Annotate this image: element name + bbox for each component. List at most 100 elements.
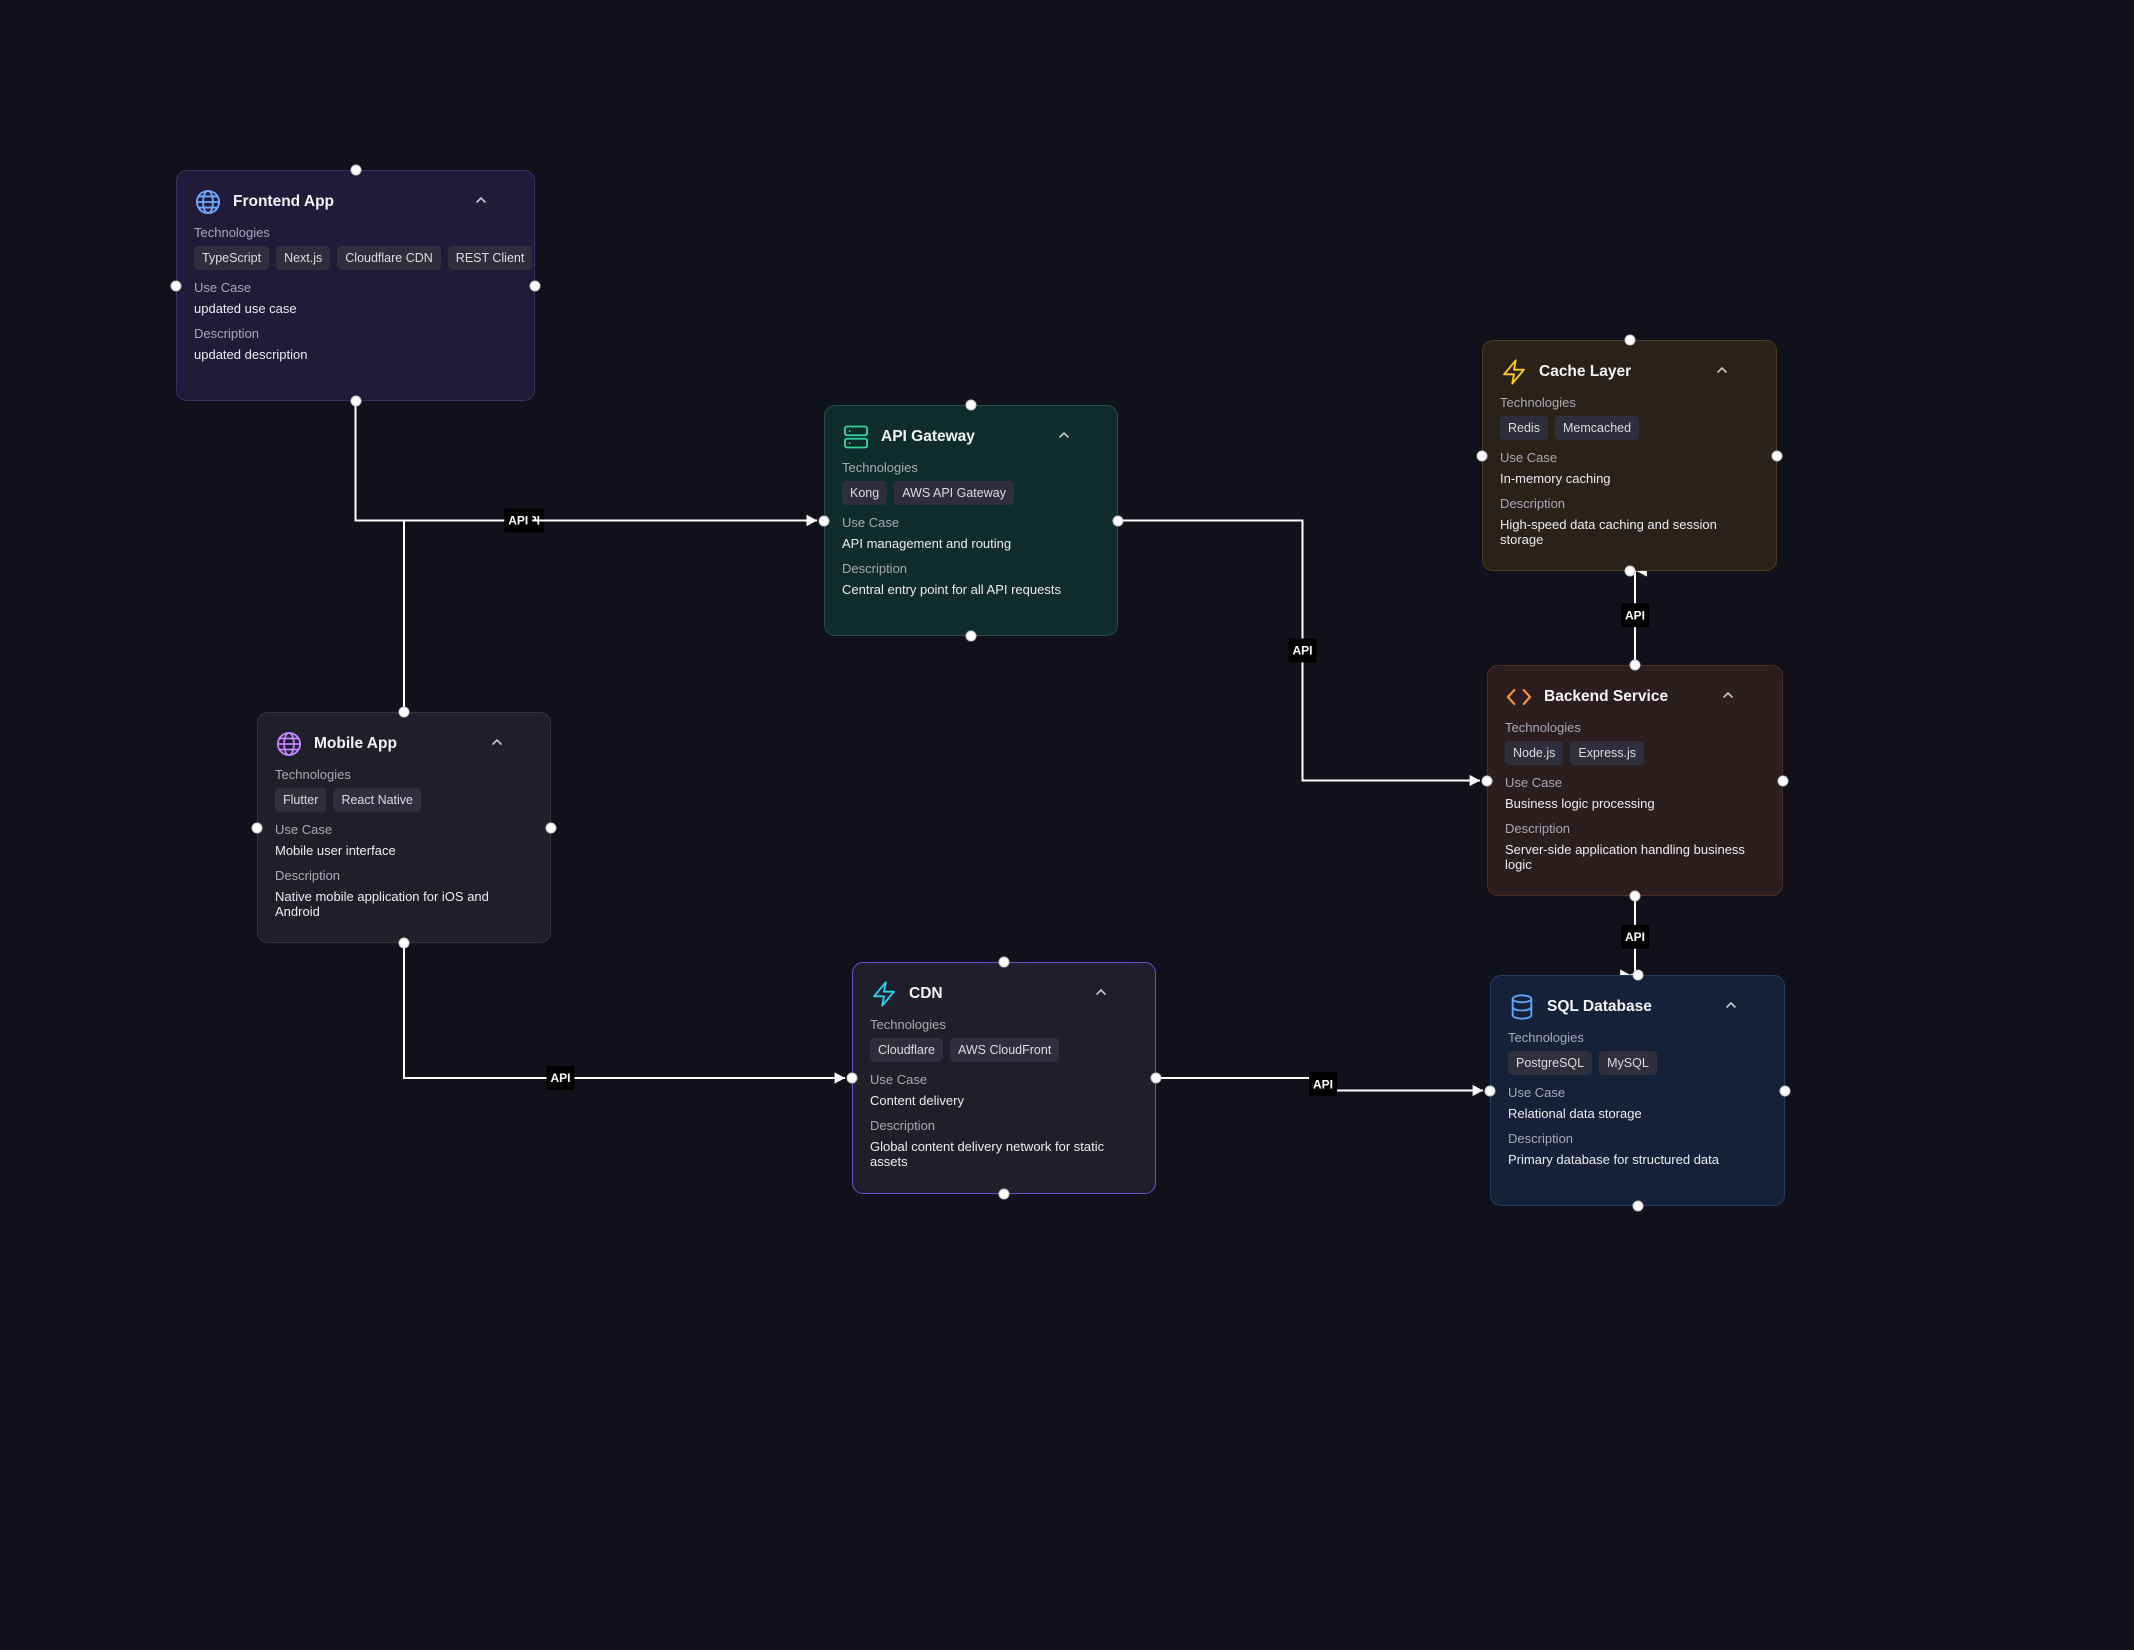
connection-handle-bottom[interactable] [1629, 890, 1641, 902]
connection-handle-left[interactable] [1476, 450, 1488, 461]
technology-tag: Cloudflare CDN [337, 246, 441, 270]
description-label: Description [870, 1118, 936, 1133]
edge-backend-to-cache[interactable]: API [1621, 565, 1649, 665]
connection-handle-top[interactable] [350, 164, 361, 176]
lightning-icon [870, 980, 898, 1008]
connection-handle-bottom[interactable] [398, 937, 410, 949]
connection-handle-right[interactable] [1150, 1072, 1162, 1084]
edge-mobile-to-cdn[interactable]: API [403, 943, 845, 1090]
node-title: Mobile App [314, 735, 397, 752]
technologies-label: Technologies [870, 1017, 946, 1032]
connection-handle-bottom[interactable] [350, 395, 361, 407]
technology-tag: AWS API Gateway [894, 481, 1014, 505]
edge-label-background [1288, 638, 1317, 663]
technology-tag: Node.js [1505, 741, 1564, 765]
description-value: High-speed data caching and session stor… [1500, 517, 1717, 547]
description-value: Primary database for structured data [1508, 1152, 1719, 1167]
connection-handle-left[interactable] [818, 515, 830, 526]
connection-handle-left[interactable] [251, 822, 263, 833]
edge-label: API [1625, 930, 1645, 944]
use-case-value: updated use case [194, 301, 297, 316]
description-value: Native mobile application for iOS and An… [275, 889, 489, 919]
edge-frontend-to-api_gateway[interactable]: API [354, 401, 818, 533]
use-case-label: Use Case [842, 515, 900, 530]
node-backend-service[interactable]: Backend Service Technologies Node.js Exp… [1487, 665, 1783, 896]
edge-arrowhead [806, 514, 817, 527]
connection-handle-top[interactable] [398, 706, 410, 718]
node-title: SQL Database [1547, 998, 1652, 1015]
technology-tag: PostgreSQL [1508, 1051, 1593, 1075]
use-case-label: Use Case [870, 1072, 928, 1087]
edge-api_gateway-to-backend[interactable]: API [1118, 519, 1480, 787]
connection-handle-right[interactable] [1112, 515, 1124, 526]
collapse-button[interactable] [469, 188, 493, 212]
collapse-button[interactable] [485, 730, 509, 754]
description-value: updated description [194, 347, 308, 362]
edge-line[interactable] [403, 943, 845, 1079]
collapse-button[interactable] [1710, 358, 1734, 382]
connection-handle-left[interactable] [1484, 1085, 1496, 1096]
edge-label-background [546, 1066, 575, 1090]
node-api-gateway[interactable]: API Gateway Technologies Kong AWS API Ga… [824, 405, 1118, 636]
code-icon [1505, 683, 1533, 711]
edge-label: API [1625, 608, 1645, 622]
edge-line[interactable] [354, 401, 818, 522]
edge-line[interactable] [1634, 570, 1637, 665]
connection-handle-left[interactable] [170, 280, 182, 291]
use-case-label: Use Case [1508, 1085, 1566, 1100]
technologies-label: Technologies [194, 225, 270, 240]
use-case-label: Use Case [194, 280, 252, 295]
node-mobile-app[interactable]: Mobile App Technologies Flutter React Na… [257, 712, 551, 943]
node-cdn[interactable]: CDN Technologies Cloudflare AWS CloudFro… [852, 962, 1156, 1194]
connection-handle-top[interactable] [1624, 334, 1635, 346]
node-cache-layer[interactable]: Cache Layer Technologies Redis Memcached… [1482, 340, 1777, 571]
node-sql-database[interactable]: SQL Database Technologies PostgreSQL MyS… [1490, 975, 1785, 1206]
node-title: API Gateway [881, 428, 975, 445]
technology-tags: Kong AWS API Gateway [842, 481, 1100, 505]
connection-handle-bottom[interactable] [965, 630, 977, 642]
edge-cdn-to-database[interactable]: API [1156, 1072, 1483, 1097]
collapse-button[interactable] [1052, 423, 1076, 447]
connection-handle-top[interactable] [1629, 659, 1641, 671]
technology-tag: Next.js [276, 246, 331, 270]
use-case-label: Use Case [1500, 450, 1558, 465]
connection-handle-left[interactable] [846, 1072, 858, 1084]
technologies-label: Technologies [1508, 1030, 1584, 1045]
description-label: Description [194, 326, 260, 341]
connection-handle-top[interactable] [965, 399, 977, 411]
use-case-value: Content delivery [870, 1093, 964, 1108]
node-frontend-app[interactable]: Frontend App Technologies TypeScript Nex… [176, 170, 535, 401]
connection-handle-right[interactable] [529, 280, 541, 291]
connection-handle-right[interactable] [545, 822, 557, 833]
connection-handle-bottom[interactable] [998, 1188, 1010, 1200]
edge-mobile-to-api_gateway[interactable]: API [403, 508, 817, 713]
technologies-label: Technologies [1500, 395, 1576, 410]
edge-label: API [1292, 644, 1312, 658]
edge-arrowhead [834, 1072, 845, 1084]
technology-tag: MySQL [1599, 1051, 1657, 1075]
connection-handle-top[interactable] [998, 956, 1010, 968]
collapse-button[interactable] [1089, 980, 1113, 1004]
technology-tag: Cloudflare [870, 1038, 943, 1062]
connection-handle-left[interactable] [1481, 775, 1493, 786]
technology-tags: Node.js Express.js [1505, 741, 1765, 765]
connection-handle-top[interactable] [1632, 969, 1643, 981]
edge-label: API [550, 1071, 570, 1085]
description-value: Central entry point for all API requests [842, 582, 1061, 597]
connection-handle-bottom[interactable] [1624, 565, 1635, 577]
edge-backend-to-database[interactable]: API [1620, 896, 1649, 981]
technologies-label: Technologies [275, 767, 351, 782]
connection-handle-right[interactable] [1777, 775, 1789, 786]
connection-handle-right[interactable] [1779, 1085, 1791, 1096]
technology-tags: Redis Memcached [1500, 416, 1759, 440]
database-icon [1508, 993, 1536, 1021]
use-case-value: Relational data storage [1508, 1106, 1642, 1121]
edge-line[interactable] [403, 519, 817, 713]
use-case-label: Use Case [1505, 775, 1563, 790]
connection-handle-right[interactable] [1771, 450, 1783, 461]
collapse-button[interactable] [1716, 683, 1740, 707]
server-icon [842, 423, 870, 451]
connection-handle-bottom[interactable] [1632, 1200, 1643, 1212]
collapse-button[interactable] [1719, 993, 1743, 1017]
technology-tag: Redis [1500, 416, 1548, 440]
